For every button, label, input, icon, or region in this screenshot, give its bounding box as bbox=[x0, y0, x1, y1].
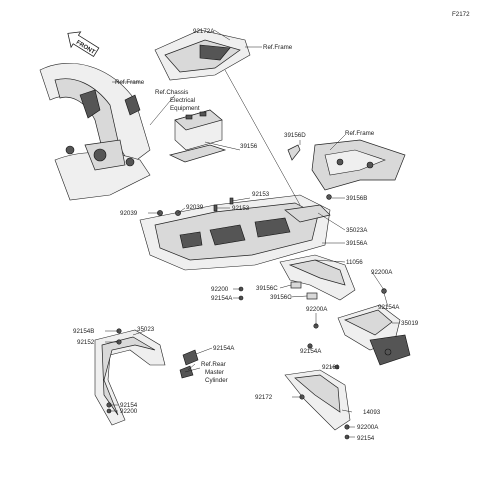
label-92152: 92152 bbox=[77, 339, 95, 346]
label-ref-chassis-1: Ref.Chassis bbox=[155, 89, 188, 96]
label-14093: 14093 bbox=[363, 409, 381, 416]
label-39156d: 39156D bbox=[284, 132, 306, 139]
label-ref-frame-top: Ref.Frame bbox=[263, 44, 293, 51]
label-ref-rear-2: Master bbox=[205, 369, 224, 376]
bracket-92154a-m bbox=[179, 365, 194, 379]
battery-pad bbox=[168, 144, 227, 163]
label-92153b: 92153 bbox=[232, 205, 250, 212]
front-arrow: FRONT bbox=[67, 31, 100, 58]
label-39156b: 39156B bbox=[346, 195, 367, 202]
part-labels: 92172A Ref.Frame Ref.Frame Ref.Chassis E… bbox=[73, 28, 419, 442]
label-ref-frame-right: Ref.Frame bbox=[345, 130, 375, 137]
label-92154a-r: 92154A bbox=[378, 304, 400, 311]
label-92154a-m: 92154A bbox=[300, 348, 322, 355]
label-39156a: 39156A bbox=[346, 240, 368, 247]
label-35023a: 35023A bbox=[346, 227, 368, 234]
label-ref-rear-3: Cylinder bbox=[205, 377, 228, 384]
label-92154a-l: 92154A bbox=[213, 345, 235, 352]
battery bbox=[174, 109, 223, 151]
label-92200a-r: 92200A bbox=[371, 269, 393, 276]
main-frame-assembly bbox=[39, 63, 151, 201]
label-92200: 92200 bbox=[211, 286, 229, 293]
leader-lines bbox=[105, 29, 400, 438]
pad-39156c-b bbox=[306, 292, 318, 300]
label-92200a-b: 92200A bbox=[357, 424, 379, 431]
label-35019: 35019 bbox=[401, 320, 419, 327]
upper-seat-cowl bbox=[154, 29, 251, 81]
label-92161: 92161 bbox=[322, 364, 340, 371]
label-92039b: 92039 bbox=[186, 204, 204, 211]
label-92154a-a: 92154A bbox=[211, 295, 233, 302]
label-92172a: 92172A bbox=[193, 28, 215, 35]
tail-bracket-35019 bbox=[337, 304, 411, 366]
label-92153a: 92153 bbox=[252, 191, 270, 198]
label-92154-l: 92154 bbox=[120, 402, 138, 409]
label-92154-b: 92154 bbox=[357, 435, 375, 442]
mud-flap-14093 bbox=[284, 369, 351, 431]
label-ref-frame-left: Ref.Frame bbox=[115, 79, 145, 86]
pad-39156d bbox=[287, 144, 301, 161]
rear-frame-right bbox=[311, 139, 406, 191]
label-92200a-m: 92200A bbox=[306, 306, 328, 313]
pad-39156c-a bbox=[290, 281, 302, 289]
label-35023: 35023 bbox=[137, 326, 155, 333]
label-92154b: 92154B bbox=[73, 328, 94, 335]
side-cover-35023 bbox=[94, 329, 166, 426]
label-92039a: 92039 bbox=[120, 210, 138, 217]
label-ref-chassis-3: Equipment bbox=[170, 105, 200, 112]
label-39156c-b: 39156C bbox=[270, 294, 292, 301]
bracket-92154a-l bbox=[182, 349, 199, 366]
label-39156: 39156 bbox=[240, 143, 258, 150]
battery-case bbox=[139, 194, 331, 271]
label-92200-l: 92200 bbox=[120, 408, 138, 415]
label-ref-chassis-2: Electrical bbox=[170, 97, 195, 104]
figure-id: F2172 bbox=[452, 11, 470, 18]
label-92172: 92172 bbox=[255, 394, 273, 401]
rear-fender-11056 bbox=[279, 254, 356, 301]
label-ref-rear-1: Ref.Rear bbox=[201, 361, 226, 368]
fasteners bbox=[106, 194, 387, 440]
label-11056: 11056 bbox=[346, 259, 363, 266]
label-39156c-a: 39156C bbox=[256, 285, 278, 292]
